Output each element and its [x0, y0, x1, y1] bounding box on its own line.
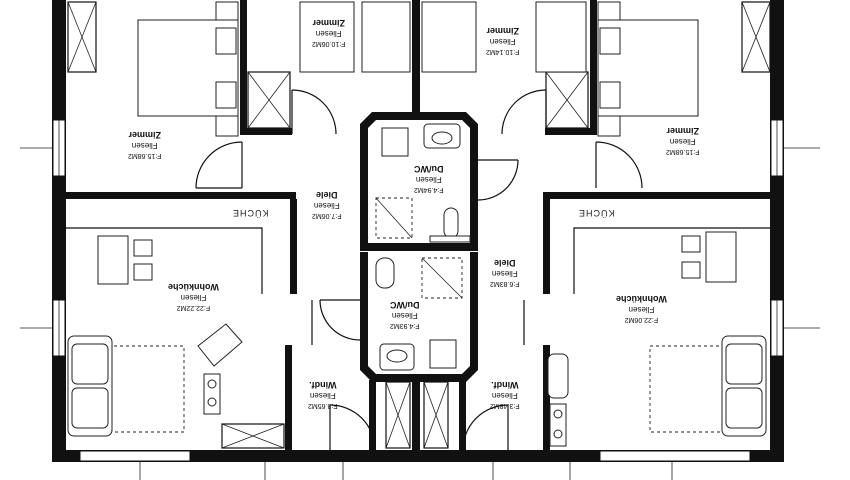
- room-floor: Fliesen: [489, 37, 516, 46]
- room-title: Diele: [494, 258, 516, 268]
- furniture-living: [66, 227, 770, 447]
- room-floor: Fliesen: [669, 137, 696, 146]
- room-title: Windf.: [309, 380, 337, 390]
- room-floor: Fliesen: [131, 141, 158, 150]
- room-label-duwc-upper: F:4.94M2 Fliesen Du/WC: [414, 164, 444, 194]
- room-area: F:7.06M2: [312, 212, 342, 219]
- room-area: F:3.48M2: [490, 402, 520, 409]
- window-marks: [20, 119, 820, 480]
- beds: [137, 1, 699, 137]
- room-title: Windf.: [491, 380, 519, 390]
- room-floor: Fliesen: [391, 311, 418, 320]
- bathroom-fixtures: [375, 123, 471, 371]
- room-area: F:6.83M2: [490, 280, 520, 287]
- room-floor: Fliesen: [415, 175, 442, 184]
- room-area: F:15.68M2: [666, 148, 700, 155]
- room-title: Wohnküche: [616, 294, 667, 304]
- room-label-duwc-lower: F:4.93M2 Fliesen Du/WC: [390, 300, 420, 330]
- room-label-zimmer-right: F:15.68M2 Fliesen Zimmer: [666, 126, 699, 156]
- room-label-zimmer-left: F:15.68M2 Fliesen Zimmer: [128, 130, 161, 160]
- room-area: F:3.65M2: [308, 402, 338, 409]
- room-floor: Fliesen: [309, 391, 336, 400]
- room-floor: Fliesen: [628, 305, 655, 314]
- room-area: F:22.06M2: [624, 316, 659, 323]
- room-title: Du/WC: [414, 164, 444, 174]
- room-label-diele-left: F:7.06M2 Fliesen Diele: [312, 190, 342, 220]
- kitchen-label-left: KÜCHE: [232, 208, 269, 218]
- room-floor: Fliesen: [313, 201, 340, 210]
- room-area: F:22.22M2: [176, 304, 211, 311]
- room-label-windf-left: F:3.65M2 Fliesen Windf.: [308, 380, 338, 410]
- room-title: Zimmer: [312, 18, 345, 28]
- doors: [195, 89, 643, 451]
- room-area: F:10.14M2: [486, 48, 520, 55]
- room-area: F:10.06M2: [312, 40, 346, 47]
- room-area: F:15.68M2: [128, 152, 162, 159]
- room-title: Zimmer: [486, 26, 519, 36]
- room-title: Diele: [316, 190, 338, 200]
- kitchen-label-right: KÜCHE: [578, 208, 615, 218]
- room-label-wohnkueche-right: F:22.06M2 Fliesen Wohnküche: [616, 294, 667, 324]
- room-floor: Fliesen: [180, 293, 207, 302]
- room-label-windf-right: F:3.48M2 Fliesen Windf.: [490, 380, 520, 410]
- room-title: Zimmer: [666, 126, 699, 136]
- room-label-wohnkueche-left: F:22.22M2 Fliesen Wohnküche: [168, 282, 219, 312]
- room-title: Wohnküche: [168, 282, 219, 292]
- room-label-zimmer-small-right: F:10.14M2 Fliesen Zimmer: [486, 26, 519, 56]
- room-label-diele-right: F:6.83M2 Fliesen Diele: [490, 258, 520, 288]
- room-label-zimmer-small-left: F:10.06M2 Fliesen Zimmer: [312, 18, 345, 48]
- room-area: F:4.94M2: [414, 186, 444, 193]
- room-floor: Fliesen: [491, 391, 518, 400]
- room-floor: Fliesen: [315, 29, 342, 38]
- room-title: Du/WC: [390, 300, 420, 310]
- room-floor: Fliesen: [491, 269, 518, 278]
- room-area: F:4.93M2: [390, 322, 420, 329]
- interior-walls: [66, 0, 770, 450]
- room-title: Zimmer: [128, 130, 161, 140]
